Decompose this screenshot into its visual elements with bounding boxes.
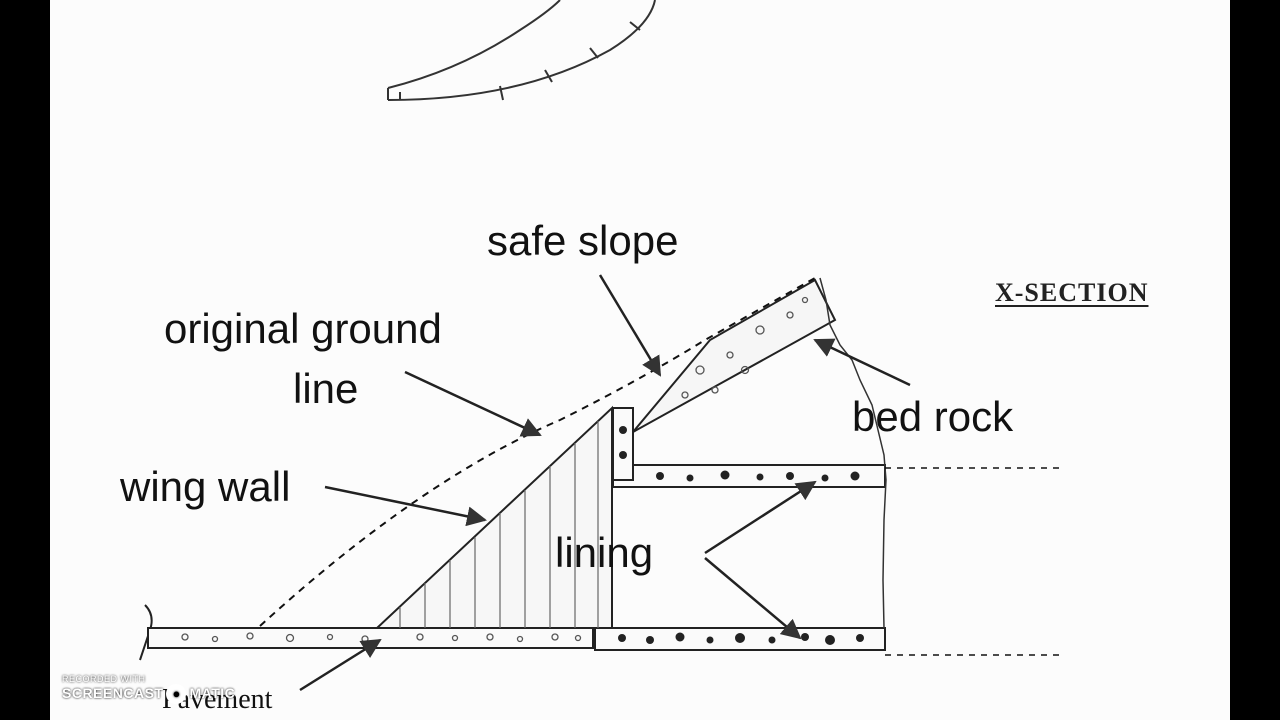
wing-wall-shape bbox=[374, 405, 613, 629]
label-lining: lining bbox=[555, 529, 654, 576]
safe-slope-layer bbox=[632, 278, 837, 433]
original-ground-line bbox=[259, 277, 816, 627]
left-black-bar bbox=[0, 0, 50, 720]
leader-arrows bbox=[299, 274, 911, 692]
right-black-bar bbox=[1230, 0, 1280, 720]
top-leaf-sketch bbox=[387, 0, 656, 101]
x-section-title: X-SECTION bbox=[995, 278, 1149, 307]
label-bed-rock: bed rock bbox=[852, 393, 1014, 440]
watermark-brand-right: MATIC bbox=[189, 685, 236, 702]
bottom-lining-slab bbox=[594, 627, 886, 651]
diagram-paper bbox=[50, 0, 1230, 720]
label-original-ground: original ground bbox=[164, 305, 442, 352]
label-line: line bbox=[293, 365, 359, 412]
bed-rock-line bbox=[819, 277, 887, 629]
vertical-wall-lining bbox=[612, 407, 634, 481]
label-safe-slope: safe slope bbox=[487, 217, 679, 264]
top-lining-slab bbox=[612, 464, 886, 488]
watermark-recorded-with: RECORDED WITH bbox=[62, 674, 146, 684]
label-wing-wall: wing wall bbox=[120, 463, 291, 510]
screencast-watermark: RECORDED WITH SCREENCAST●MATIC bbox=[62, 674, 235, 704]
screencast-logo-icon: ● bbox=[166, 684, 187, 704]
watermark-brand-left: SCREENCAST bbox=[62, 685, 164, 702]
